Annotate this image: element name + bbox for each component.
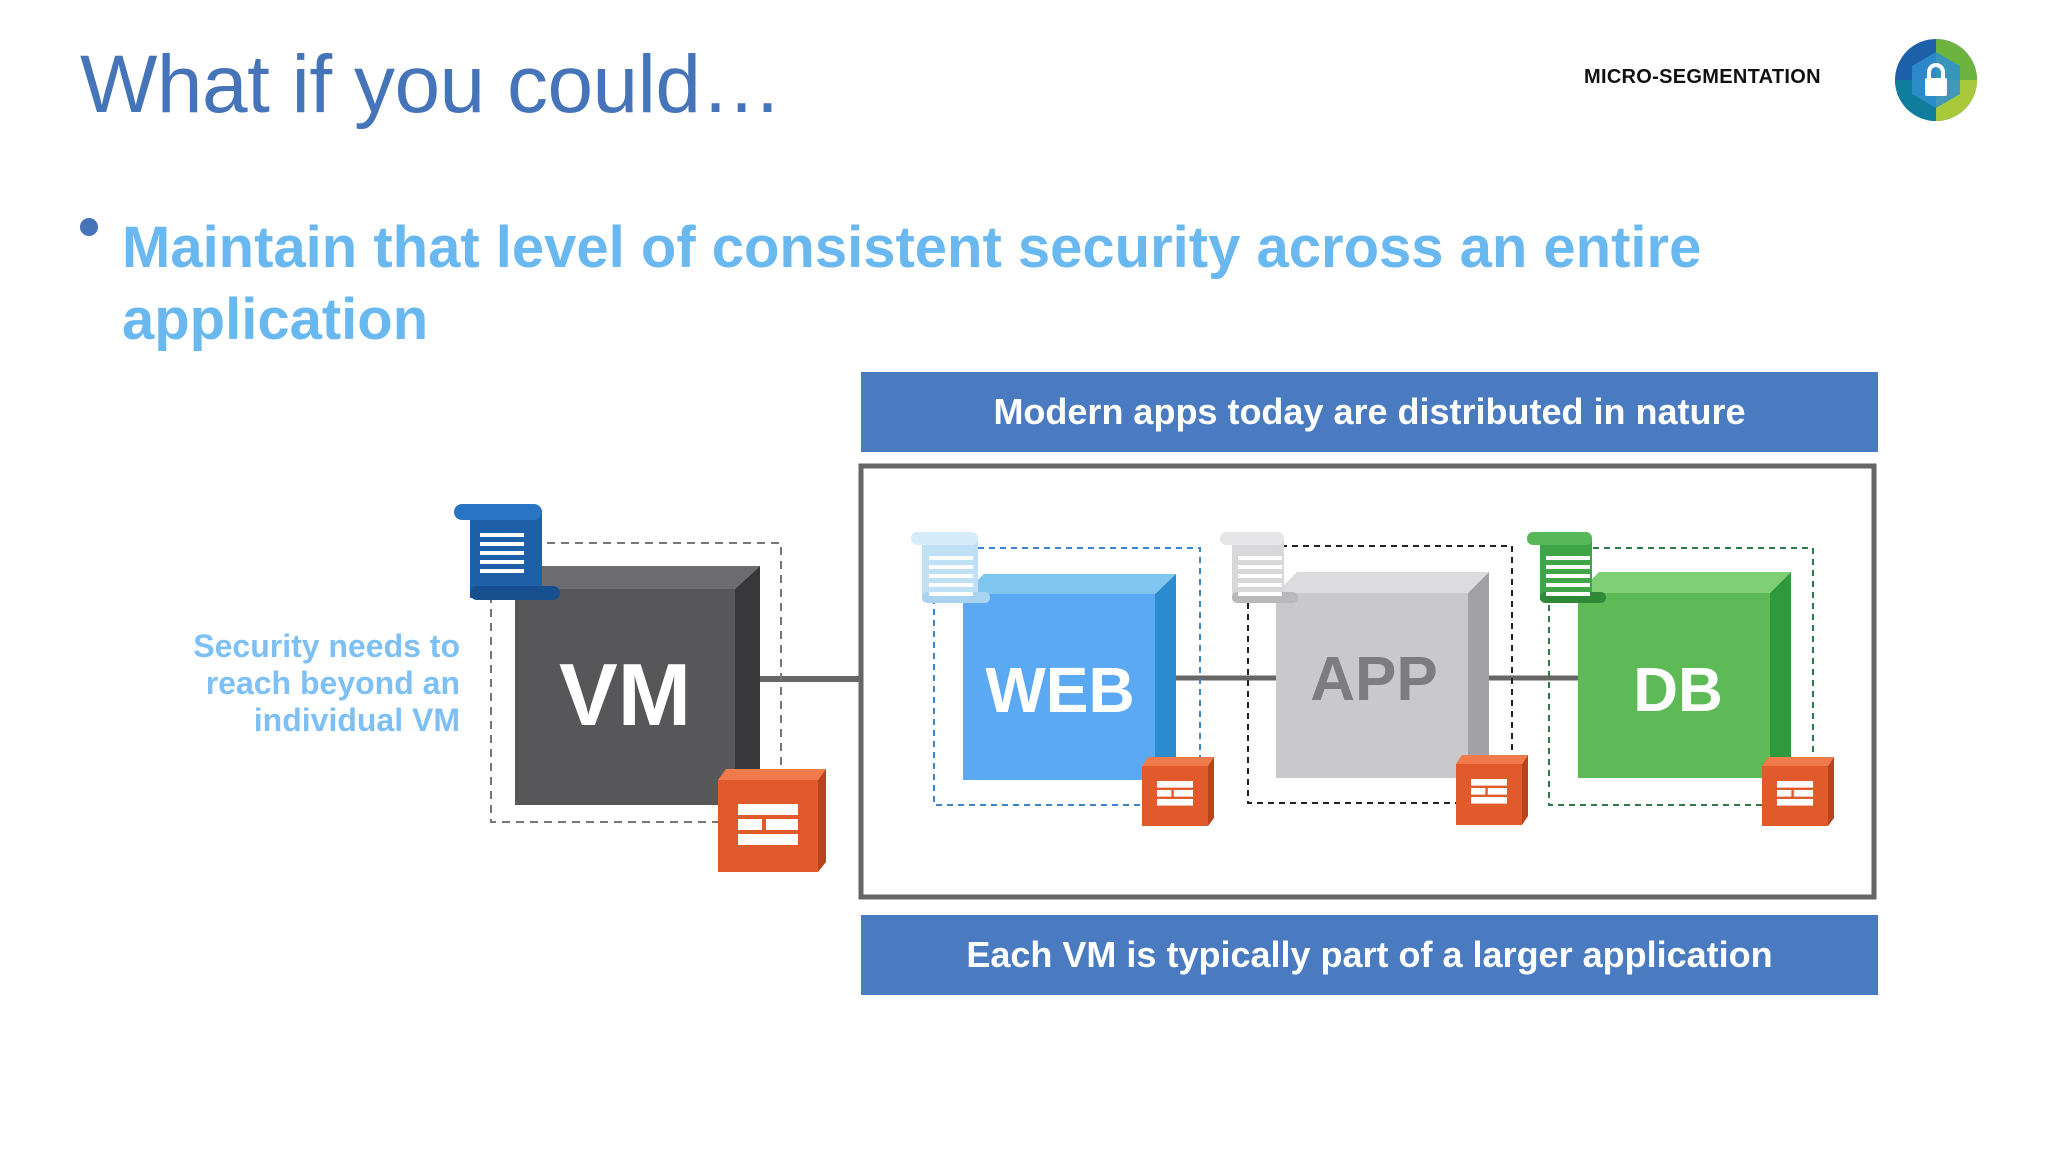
app-cube-side (1468, 572, 1489, 778)
policy-scroll-icon (1527, 532, 1606, 603)
web-cube-top (963, 574, 1176, 594)
db-label: DB (1633, 656, 1723, 725)
vm-dashed-boundary (490, 542, 782, 823)
db-tier-node: DB (1527, 532, 1834, 826)
policy-scroll-icon (454, 504, 560, 600)
web-label: WEB (985, 654, 1134, 726)
web-dashed-boundary (933, 547, 1201, 806)
vm-cube-front (515, 589, 735, 805)
firewall-brick-icon (1142, 757, 1214, 826)
firewall-brick-icon (1456, 755, 1528, 825)
bullet-dot (80, 218, 98, 236)
app-label: APP (1310, 645, 1437, 714)
db-cube-front (1578, 593, 1770, 778)
policy-scroll-icon (1220, 532, 1298, 603)
section-tag: MICRO-SEGMENTATION (1584, 66, 1821, 88)
bullet-text: Maintain that level of consistent securi… (122, 215, 1702, 352)
app-tier-node: APP (1220, 532, 1528, 825)
db-dashed-boundary (1548, 547, 1814, 806)
vm-cube-side (735, 566, 760, 805)
side-note: Security needs to reach beyond an indivi… (193, 628, 460, 738)
app-dashed-boundary (1247, 545, 1513, 804)
bottom-banner: Each VM is typically part of a larger ap… (861, 915, 1878, 995)
web-cube-front (963, 594, 1155, 780)
lock-shield-logo-icon (1895, 39, 1977, 121)
app-cube-top (1276, 572, 1489, 593)
vm-node: VM (454, 504, 826, 872)
app-cube-front (1276, 593, 1468, 778)
page-title: What if you could… (80, 39, 782, 130)
firewall-brick-icon (718, 769, 826, 872)
vm-label: VM (559, 645, 691, 744)
firewall-brick-icon (1762, 757, 1834, 826)
policy-scroll-icon (911, 532, 990, 603)
web-tier-node: WEB (911, 532, 1214, 826)
db-cube-side (1770, 572, 1791, 778)
web-cube-side (1155, 574, 1176, 780)
db-cube-top (1578, 572, 1791, 593)
vm-cube-top (515, 566, 760, 589)
top-banner: Modern apps today are distributed in nat… (861, 372, 1878, 452)
